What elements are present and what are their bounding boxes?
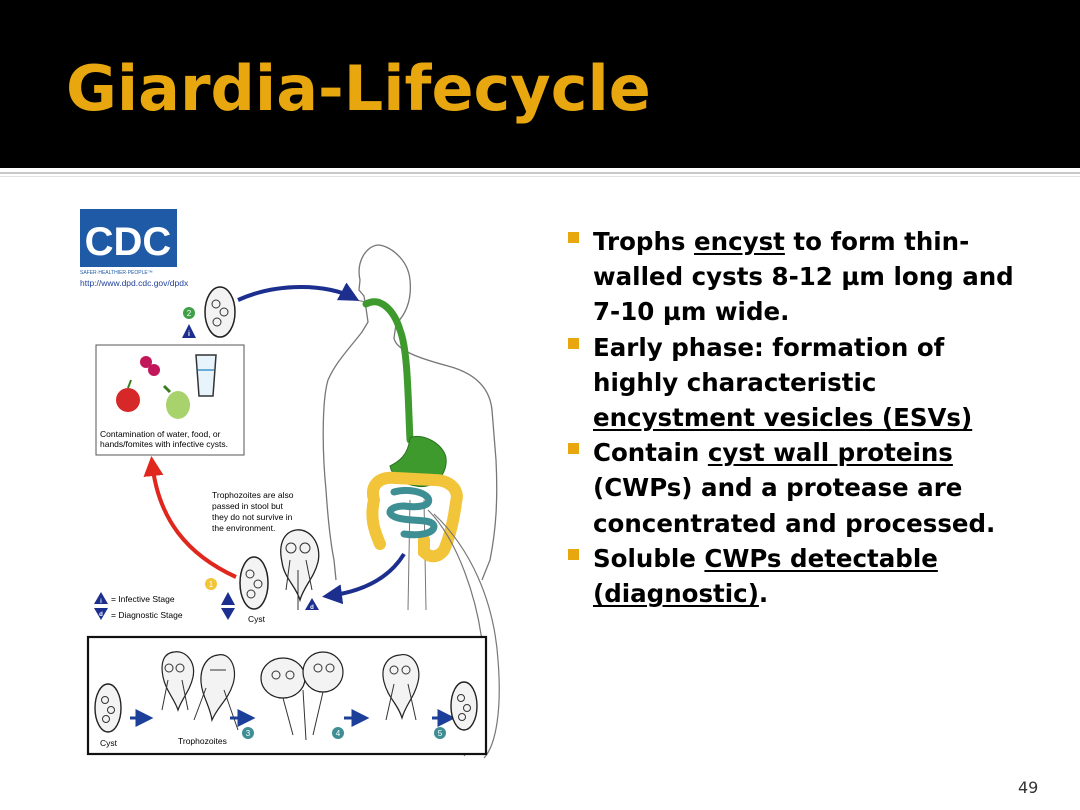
step-1-number: 1: [209, 580, 214, 589]
esophagus: [362, 298, 414, 444]
term-cyst-wall-proteins: cyst wall proteins: [707, 438, 953, 468]
step-3-number: 3: [246, 729, 251, 738]
svg-text:d: d: [99, 612, 103, 618]
legend-diagnostic-icon: [94, 608, 108, 620]
cdc-tagline: SAFER·HEALTHIER·PEOPLE™: [80, 270, 153, 276]
title-bar: [0, 0, 1080, 168]
step-5-badge: [434, 727, 446, 739]
step-2-badge: [183, 307, 195, 319]
bullet-item: Early phase: formation of highly charact…: [566, 330, 1036, 436]
step-5-number: 5: [438, 729, 443, 738]
stage-dividing-2: [302, 651, 344, 693]
divider-line: [0, 172, 1080, 174]
step-3-badge: [242, 727, 254, 739]
bullet-list: Trophs encyst to form thin-walled cysts …: [566, 224, 1036, 611]
diagnostic-stage-icon-3: [305, 598, 319, 610]
cdc-logo-text: CDC: [85, 220, 172, 264]
svg-text:i: i: [188, 331, 190, 338]
small-intestine: [386, 486, 438, 539]
bottom-trophozoites-label: Trophozoites: [178, 736, 227, 746]
bullet-item: Soluble CWPs detectable (diagnostic).: [566, 541, 1036, 611]
svg-text:i: i: [100, 599, 102, 605]
bullet-item: Trophs encyst to form thin-walled cysts …: [566, 224, 1036, 330]
stage-trophozoite-1: [161, 651, 195, 712]
trophozoite-illustration: [280, 529, 320, 610]
infective-stage-icon-2: [221, 592, 235, 605]
large-intestine: [366, 471, 463, 563]
trophozoite-note-4: the environment.: [212, 523, 275, 533]
excretion-arrow: [322, 552, 406, 605]
water-glass-illustration: [195, 354, 217, 397]
term-encyst: encyst: [694, 227, 785, 256]
bullet-item: Contain cyst wall proteins (CWPs) and a …: [566, 435, 1036, 541]
divider-line-thin: [0, 176, 1080, 177]
fruit-illustration: [116, 356, 190, 419]
slide-title: Giardia-Lifecycle: [66, 52, 651, 125]
contamination-caption-1: Contamination of water, food, or: [100, 429, 221, 439]
bottom-cyst-label: Cyst: [100, 738, 118, 748]
legend-infective-icon: [94, 592, 108, 604]
step-1-badge: [205, 578, 217, 590]
ingestion-arrow: [237, 282, 360, 302]
cdc-url: http://www.dpd.cdc.gov/dpdx: [80, 278, 189, 288]
step-4-number: 4: [336, 729, 341, 738]
stool-path-line-2: [433, 513, 500, 759]
infective-stage-icon: [182, 324, 196, 338]
giardia-lifecycle-diagram: CDC SAFER·HEALTHIER·PEOPLE™ http://www.d…: [80, 209, 500, 759]
stage-trophozoite-2: [200, 654, 236, 723]
legend-diagnostic-label: = Diagnostic Stage: [111, 610, 183, 620]
stage-sequence: [94, 651, 478, 741]
contamination-caption-2: hands/fomites with infective cysts.: [100, 439, 228, 449]
cdc-logo: CDC SAFER·HEALTHIER·PEOPLE™: [80, 209, 177, 276]
page-number: 49: [1018, 778, 1039, 797]
term-esvs: encystment vesicles (ESVs): [593, 403, 973, 433]
diagnostic-stage-icon-2: [221, 608, 235, 620]
step-4-badge: [332, 727, 344, 739]
trophozoite-note-1: Trophozoites are also: [212, 490, 294, 500]
trophozoite-note-3: they do not survive in: [212, 512, 293, 522]
svg-text:d: d: [310, 605, 314, 611]
human-silhouette: [322, 244, 498, 581]
trophozoite-note-2: passed in stool but: [212, 501, 284, 511]
cyst-label: Cyst: [248, 614, 266, 624]
stage-dividing-1: [260, 657, 306, 699]
transmission-arrow: [143, 456, 237, 579]
legend-infective-label: = Infective Stage: [111, 594, 175, 604]
step-2-number: 2: [187, 309, 192, 318]
term-cwps-detectable: CWPs detectable (diagnostic): [593, 543, 938, 609]
